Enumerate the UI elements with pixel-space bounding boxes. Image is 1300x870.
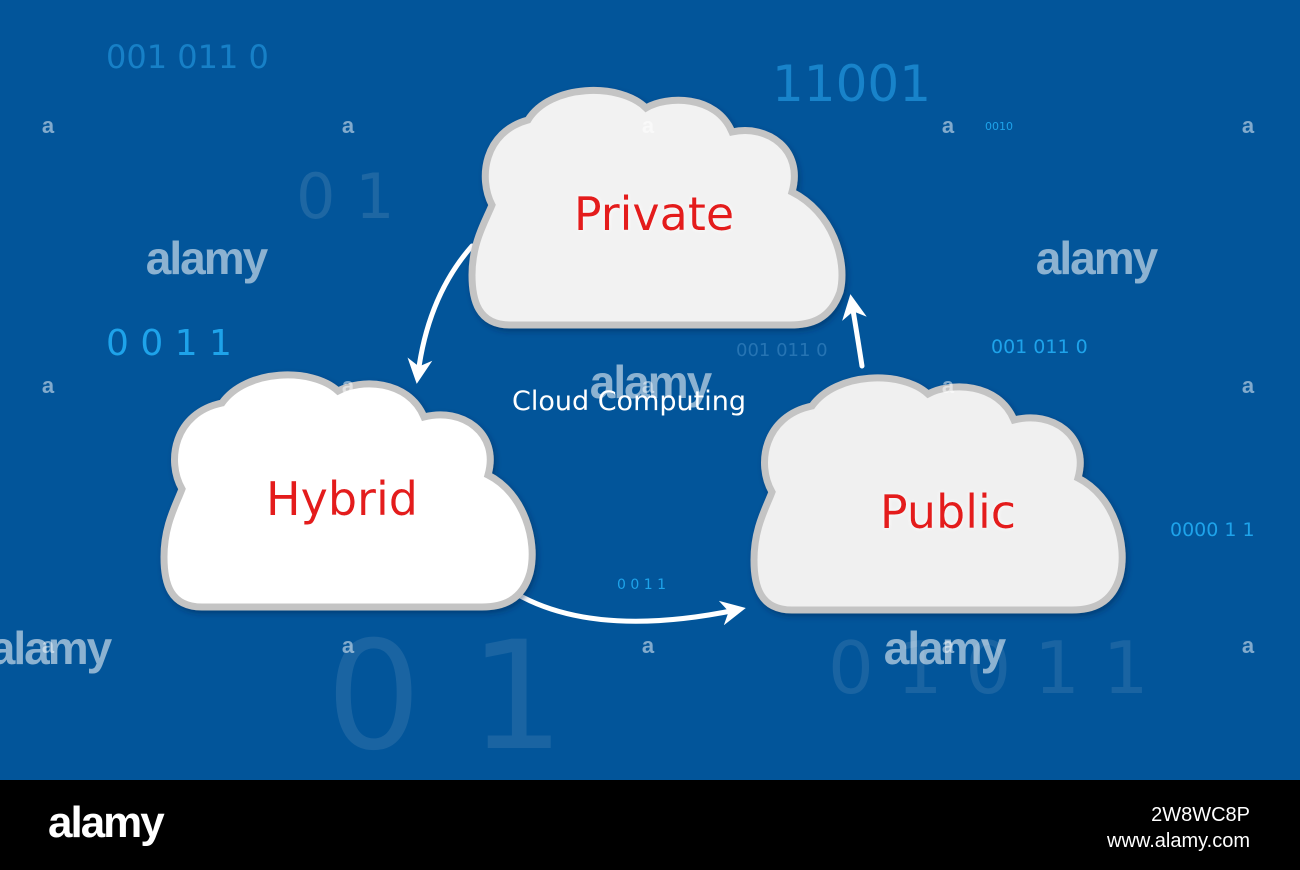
cloud-label: Public — [880, 485, 1016, 539]
watermark-text: alamy — [884, 622, 1007, 674]
watermark-mark: a — [342, 113, 355, 138]
arrow-public-to-private — [842, 294, 867, 369]
binary-digits: 0010 — [985, 120, 1013, 133]
watermark-mark: a — [642, 633, 655, 658]
binary-digits: 001 011 0 — [991, 336, 1088, 358]
cloud-hybrid: Hybrid — [160, 371, 536, 611]
binary-digits: 11001 — [772, 55, 931, 113]
cloud-shape — [468, 86, 846, 329]
center-label: Cloud Computing — [512, 386, 746, 417]
watermark-mark: a — [1242, 373, 1255, 398]
watermark-mark: a — [1242, 633, 1255, 658]
cloud-shape — [750, 374, 1126, 614]
watermark-mark: a — [1242, 113, 1255, 138]
binary-digits: 0 0 1 1 — [617, 577, 666, 593]
footer-bar: alamy 2W8WC8P www.alamy.com — [0, 780, 1300, 870]
binary-digits: 001 011 0 — [736, 340, 828, 361]
watermark-mark: a — [642, 373, 655, 398]
binary-digits: 0 1 — [296, 160, 395, 233]
binary-digits: 0 1 0 1 1 — [828, 626, 1149, 710]
watermark-mark: a — [342, 373, 355, 398]
arrow-hybrid-to-public — [507, 587, 746, 626]
cloud-public: Public — [750, 374, 1126, 614]
watermark-text: alamy — [146, 232, 269, 284]
watermarks: alamy alamy alamy alamy alamy — [0, 232, 1161, 674]
arrows — [407, 243, 867, 626]
cloud-shape — [160, 371, 536, 611]
binary-digits: 0 1 — [326, 610, 565, 780]
watermark-mark: a — [942, 113, 955, 138]
image-id: 2W8WC8P — [1151, 804, 1250, 826]
cloud-label: Private — [574, 187, 734, 241]
watermark-text: alamy — [0, 622, 113, 674]
watermark-text: alamy — [590, 356, 713, 408]
watermark-marks: a a a a a a a a a a a a a a a — [42, 113, 1255, 658]
watermark-mark: a — [42, 373, 55, 398]
binary-digits: 001 011 0 — [106, 38, 269, 76]
footer-image-id: 2W8WC8P www.alamy.com — [1107, 802, 1250, 854]
binary-digits: 0000 1 1 — [1170, 519, 1255, 541]
arrow-private-to-hybrid — [407, 243, 475, 384]
watermark-mark: a — [342, 633, 355, 658]
watermark-mark: a — [942, 633, 955, 658]
footer-logo: alamy — [48, 798, 165, 847]
watermark-mark: a — [42, 113, 55, 138]
watermark-mark: a — [42, 633, 55, 658]
watermark-mark: a — [642, 113, 655, 138]
binary-digits: 0 0 1 1 — [106, 323, 232, 364]
cloud-diagram: 001 011 0 11001 0 1 0010 0 0 1 1 001 011… — [0, 0, 1300, 780]
site-url: www.alamy.com — [1107, 830, 1250, 852]
watermark-mark: a — [942, 373, 955, 398]
cloud-label: Hybrid — [266, 472, 418, 526]
watermark-text: alamy — [1036, 232, 1159, 284]
background-digits: 001 011 0 11001 0 1 0010 0 0 1 1 001 011… — [106, 38, 1255, 780]
cloud-private: Private — [468, 86, 846, 329]
